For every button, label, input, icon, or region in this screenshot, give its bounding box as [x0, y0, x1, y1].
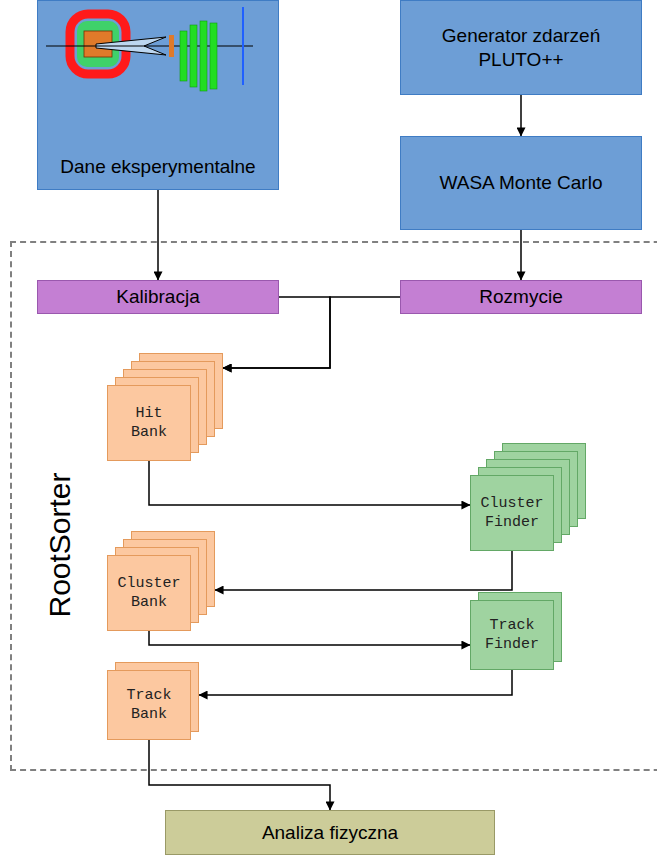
- stack-card: Cluster Finder: [470, 475, 554, 551]
- data-stack: Cluster Bank: [107, 531, 215, 631]
- forward-detector-layer: [200, 21, 207, 91]
- flow-arrow: [149, 631, 470, 645]
- stack-card: Cluster Bank: [107, 555, 191, 631]
- process-box: Dane eksperymentalne: [37, 0, 279, 190]
- detector-illustration: [38, 1, 280, 111]
- data-stack: Track Bank: [107, 662, 199, 740]
- process-box: Analiza fizyczna: [165, 810, 495, 855]
- bank-label: Hit Bank: [131, 404, 167, 443]
- stack-card: Track Finder: [470, 600, 554, 670]
- box-label: WASA Monte Carlo: [440, 171, 603, 195]
- box-label: Analiza fizyczna: [262, 821, 398, 845]
- stack-card: Hit Bank: [107, 385, 191, 461]
- flow-arrow: [520, 230, 522, 280]
- forward-detector-layer: [190, 25, 197, 87]
- forward-window: [169, 35, 174, 57]
- process-box: WASA Monte Carlo: [400, 136, 642, 230]
- flow-arrow: [149, 461, 470, 505]
- flow-arrow: [157, 190, 159, 280]
- data-stack: Hit Bank: [107, 353, 223, 461]
- forward-detector-layer: [180, 31, 187, 81]
- bank-label: Track Finder: [485, 616, 539, 655]
- process-box: Kalibracja: [37, 280, 279, 314]
- flow-arrow: [199, 670, 512, 695]
- data-stack: Track Finder: [470, 592, 562, 670]
- process-box: Rozmycie: [400, 280, 642, 314]
- box-label: Kalibracja: [116, 285, 199, 309]
- framework-region: RootSorter Kalibracja RozmycieHit BankClus…: [10, 241, 657, 771]
- bank-label: Track Bank: [126, 686, 171, 725]
- region-title: RootSorter: [43, 472, 77, 617]
- process-box: Generator zdarzeń PLUTO++: [400, 0, 642, 95]
- flow-arrow: [520, 95, 522, 136]
- flow-arrow: [149, 740, 330, 810]
- bank-label: Cluster Finder: [480, 494, 543, 533]
- box-label: Generator zdarzeń PLUTO++: [408, 24, 634, 72]
- flow-arrow: [215, 551, 512, 590]
- data-stack: Cluster Finder: [470, 443, 586, 551]
- bank-label: Cluster Bank: [117, 574, 180, 613]
- box-label: Rozmycie: [479, 285, 562, 309]
- veto-plane: [242, 7, 244, 85]
- stack-card: Track Bank: [107, 670, 191, 740]
- forward-detector-layer: [210, 23, 217, 89]
- box-label: Dane eksperymentalne: [60, 155, 255, 179]
- beam-line: [46, 45, 253, 46]
